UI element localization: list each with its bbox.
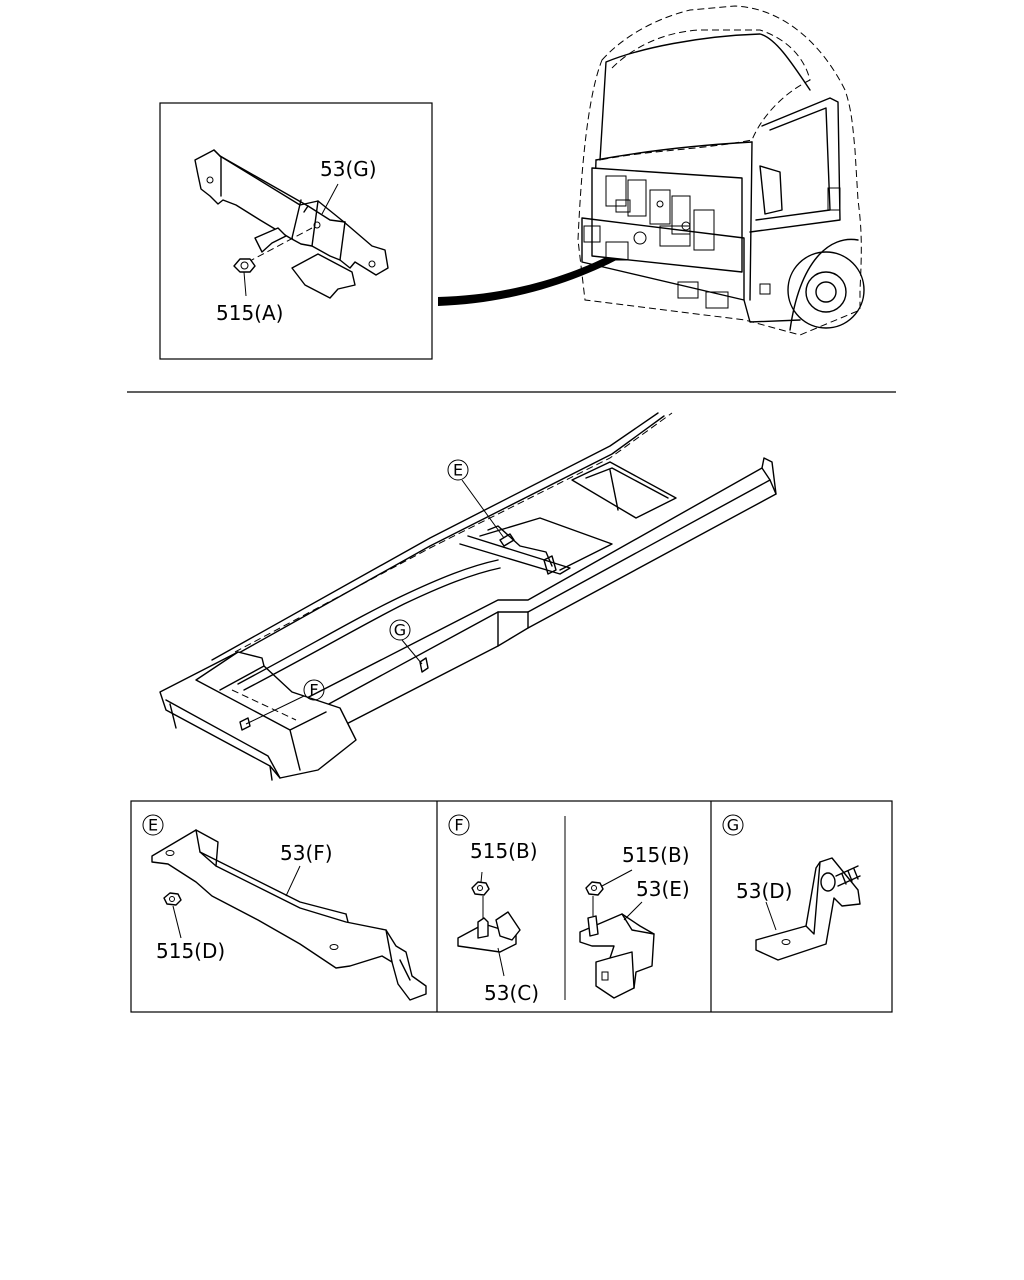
detail-box-top [159,102,433,360]
svg-text:F: F [309,681,318,700]
label-53f: 53(F) [280,841,333,865]
detail-panels [130,800,893,1013]
label-53g: 53(G) [320,157,377,181]
nut-515a-drawing [233,258,256,297]
bracket-53c-drawing [457,896,521,977]
chassis-frame-drawing [159,412,777,781]
label-515d: 515(D) [156,939,225,963]
bracket-53f-drawing [151,829,427,1001]
label-53e: 53(E) [636,877,690,901]
nut-515d-drawing [163,892,182,939]
nut-515b-right-drawing [585,869,633,896]
label-53d: 53(D) [736,879,792,903]
bracket-53g-drawing [194,149,389,299]
label-515b-left: 515(B) [470,839,538,863]
svg-text:E: E [148,816,158,835]
callout-panel-e: E [142,814,164,836]
bracket-53d-drawing [755,857,861,961]
leader-frame-g [401,639,423,665]
label-515a: 515(A) [216,301,283,325]
callout-frame-e: E [447,459,469,481]
svg-text:G: G [394,621,406,640]
nut-515b-left-drawing [471,871,490,896]
leader-53f [285,865,301,897]
label-53c: 53(C) [484,981,539,1005]
svg-text:F: F [454,816,463,835]
callout-panel-g: G [722,814,744,836]
svg-text:E: E [453,461,463,480]
label-515b-right: 515(B) [622,843,690,867]
leader-frame-e [461,479,505,539]
leader-frame-f [245,695,305,725]
pointer-arrow [438,238,642,306]
leader-53g [321,183,339,215]
bracket-53e-drawing [579,896,655,999]
truck-cab-drawing [577,5,865,336]
callout-frame-g: G [389,619,411,641]
callout-panel-f: F [448,814,470,836]
svg-text:G: G [727,816,739,835]
callout-frame-f: F [303,679,325,701]
